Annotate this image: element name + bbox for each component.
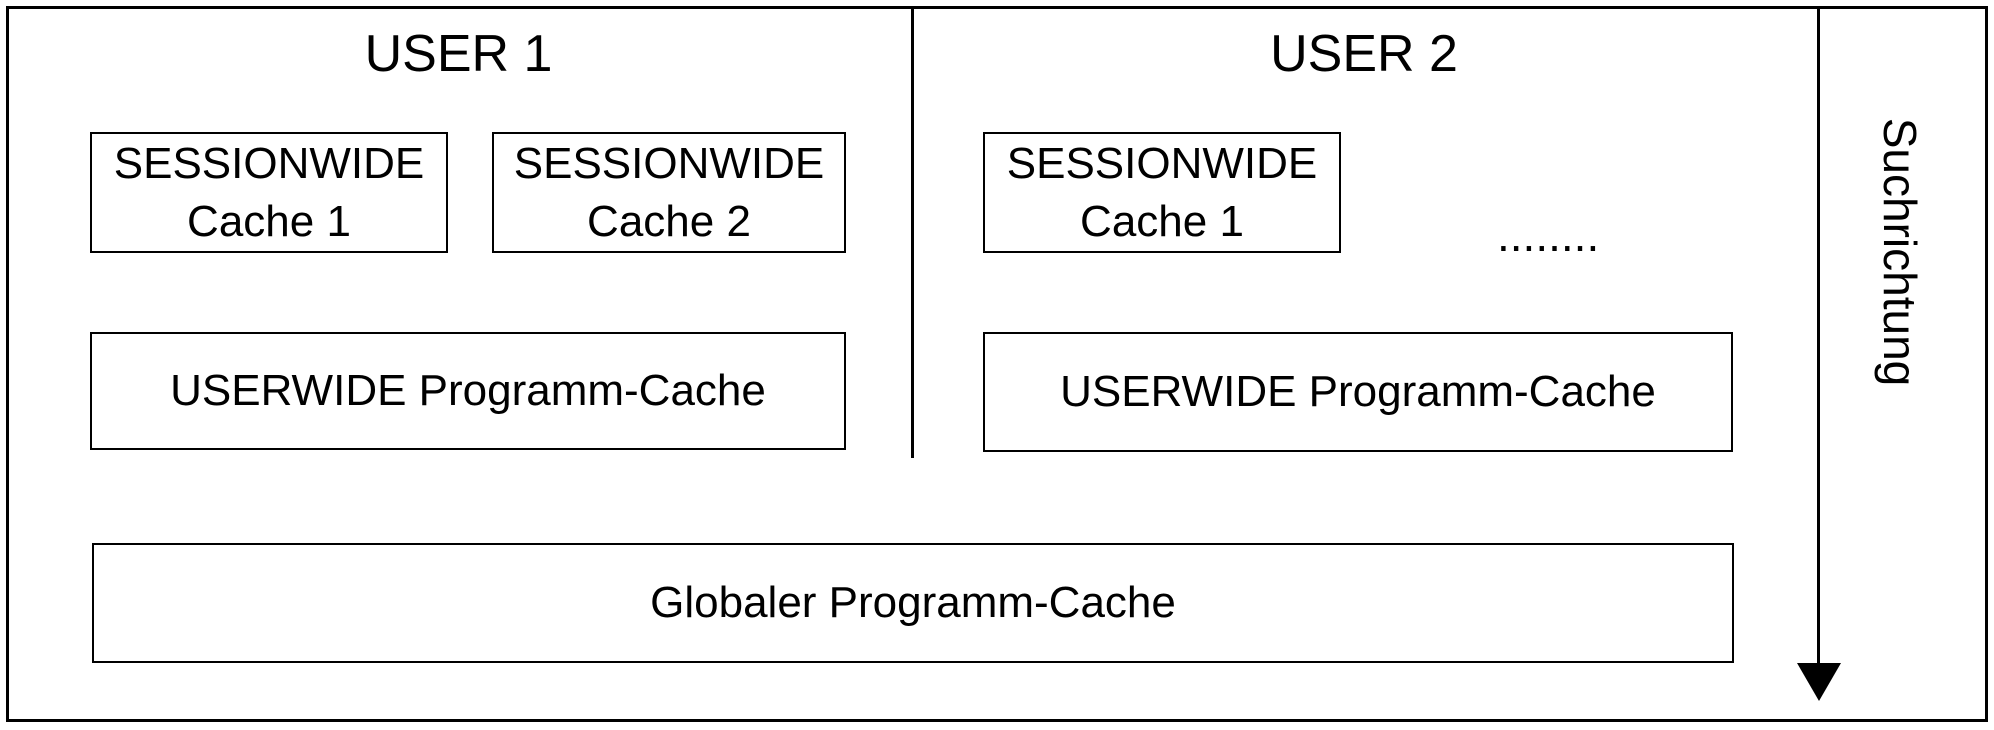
session-cache-name-label: Cache 1 (1080, 196, 1244, 246)
session-cache-box-user2-1: SESSIONWIDE Cache 1 (983, 132, 1341, 253)
session-cache-type-label: SESSIONWIDE (1006, 138, 1318, 188)
session-cache-name-label: Cache 2 (587, 196, 751, 246)
session-cache-type-label: SESSIONWIDE (113, 138, 425, 188)
global-cache-label: Globaler Programm-Cache (650, 578, 1176, 627)
userwide-cache-label: USERWIDE Programm-Cache (1060, 367, 1656, 416)
global-cache-box: Globaler Programm-Cache (92, 543, 1734, 663)
diagram-frame (6, 6, 1988, 722)
more-caches-ellipsis: ........ (1497, 209, 1600, 261)
user1-title: USER 1 (364, 25, 553, 83)
userwide-cache-box-user2: USERWIDE Programm-Cache (983, 332, 1733, 452)
user2-title: USER 2 (1270, 25, 1458, 83)
userwide-cache-box-user1: USERWIDE Programm-Cache (90, 332, 846, 450)
session-cache-type-label: SESSIONWIDE (513, 138, 825, 188)
arrow-down-icon (1797, 663, 1841, 701)
search-direction-label: Suchrichtung (1874, 117, 1926, 387)
session-cache-box-user1-2: SESSIONWIDE Cache 2 (492, 132, 846, 253)
userwide-cache-label: USERWIDE Programm-Cache (170, 366, 766, 415)
session-cache-name-label: Cache 1 (187, 196, 351, 246)
user-divider-line (911, 6, 914, 458)
session-cache-box-user1-1: SESSIONWIDE Cache 1 (90, 132, 448, 253)
search-direction-arrow-shaft (1817, 6, 1820, 665)
